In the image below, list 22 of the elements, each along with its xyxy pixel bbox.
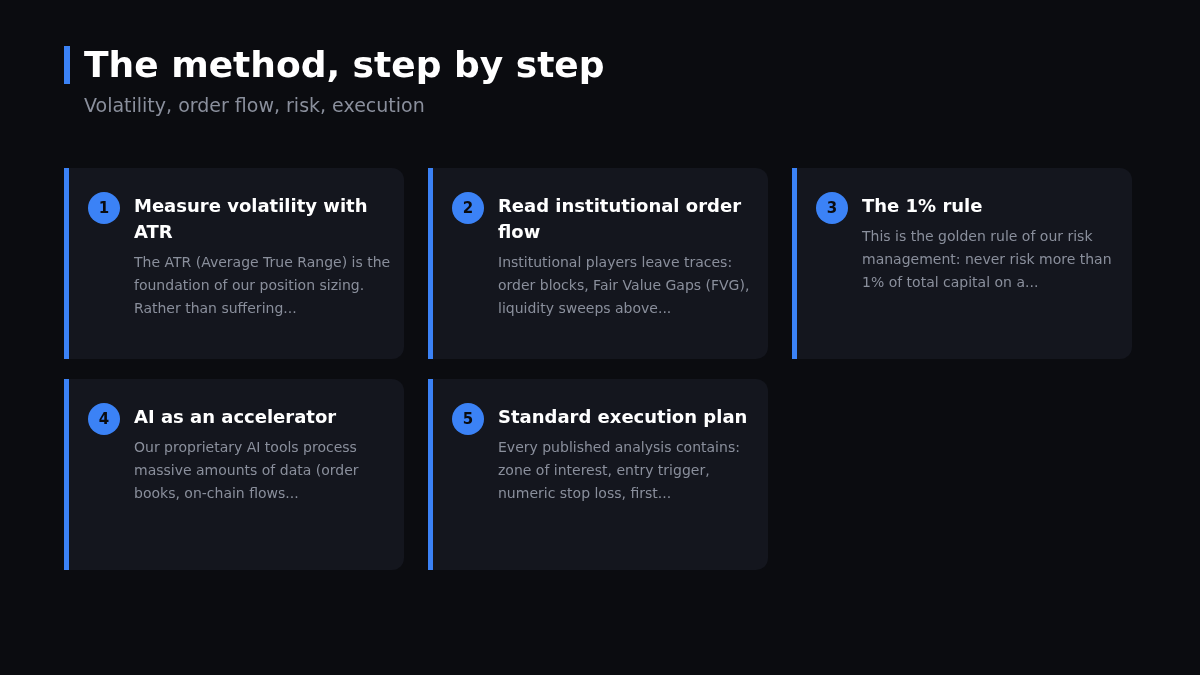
subtitle: Volatility, order flow, risk, execution (84, 94, 425, 116)
step-description: Institutional players leave traces: order blocks, Fair Value Gaps (FVG), liquidity sweeps above... (498, 253, 751, 318)
step-heading: Read institutional order flow (498, 194, 742, 244)
step-number: 5 (452, 403, 484, 435)
step-description: This is the golden rule of our risk management: never risk more than 1% of total capital on a... (862, 227, 1113, 292)
step-description: Our proprietary AI tools process massive amounts of data (order books, on-chain flows... (134, 438, 360, 503)
step-number: 2 (452, 192, 484, 224)
step-description: The ATR (Average True Range) is the foundation of our position sizing. Rather than suffering... (134, 253, 392, 318)
step-number: 1 (88, 192, 120, 224)
step-description: Every published analysis contains: zone of interest, entry trigger, numeric stop loss, first... (498, 438, 741, 503)
title: The method, step by step (84, 44, 605, 85)
step-card (64, 168, 404, 359)
step-heading: The 1% rule (862, 194, 984, 218)
step-card (792, 168, 1132, 359)
step-number: 4 (88, 403, 120, 435)
step-number: 3 (816, 192, 848, 224)
step-heading: Measure volatility with ATR (134, 194, 369, 244)
step-card (428, 168, 768, 359)
step-card (64, 379, 404, 570)
step-heading: AI as an accelerator (134, 405, 338, 429)
step-heading: Standard execution plan (498, 405, 749, 429)
step-card (428, 379, 768, 570)
